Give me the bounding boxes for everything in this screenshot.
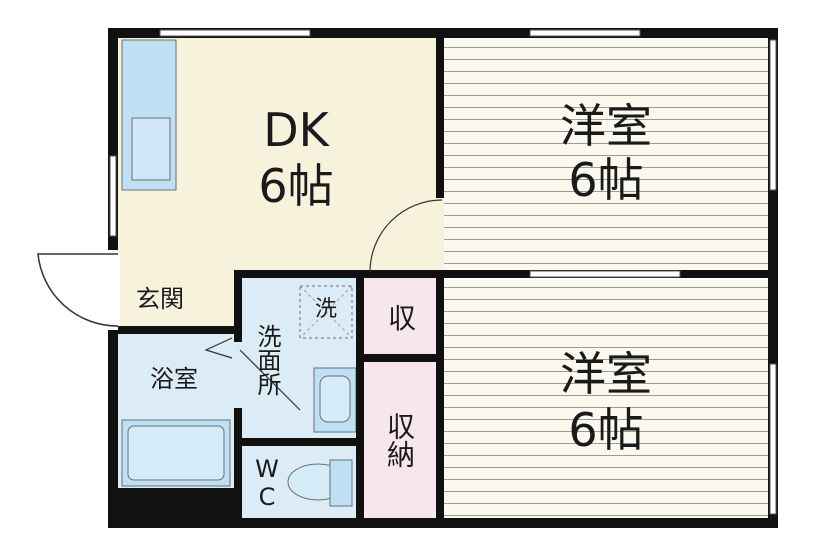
washroom-label: 洗面所: [253, 324, 281, 396]
storage-small-floor: [364, 278, 440, 354]
western-top-name: 洋室: [560, 99, 652, 153]
dk-door-opening: [436, 198, 444, 270]
wall-entrance-bath: [118, 326, 236, 334]
entrance-opening: [106, 250, 120, 330]
washer-diag-b: [299, 285, 353, 339]
wall-storage-east: [436, 270, 444, 518]
dk-door-swing: [369, 199, 443, 273]
window-between-rooms: [529, 270, 681, 278]
wall-dk-west-room: [436, 38, 444, 198]
toilet-label: WC: [253, 455, 281, 511]
window-top-room: [529, 29, 641, 37]
western-room-bottom-floor: [444, 280, 770, 518]
entrance-door-swing: [37, 253, 119, 327]
wall-bath-bottom: [118, 488, 234, 518]
washer-label: 洗: [314, 297, 337, 322]
wall-washroom-top: [236, 270, 444, 278]
washroom-door-opening: [234, 342, 242, 408]
bathroom-label: 浴室: [150, 365, 198, 393]
entrance-label: 玄関: [136, 285, 184, 313]
window-right-top: [769, 39, 777, 191]
washing-machine-space: [299, 285, 353, 339]
bathtub-inner: [127, 425, 225, 481]
western-bottom-name: 洋室: [560, 347, 652, 401]
bath-door-mark: [204, 337, 233, 359]
storage-closet-floor: [364, 362, 440, 518]
window-right-bottom: [769, 363, 777, 515]
window-dk: [159, 29, 311, 37]
dk-name: DK: [263, 103, 329, 157]
toilet-tank: [329, 459, 353, 507]
wall-bottom: [108, 518, 778, 528]
wall-top: [108, 28, 778, 38]
wall-right: [768, 28, 778, 528]
window-left: [109, 155, 117, 237]
wall-washroom-wc: [242, 438, 364, 446]
western-top-size: 6帖: [568, 153, 644, 207]
entrance-floor: [118, 276, 236, 328]
wall-storage-split: [364, 354, 444, 362]
western-bottom-size: 6帖: [568, 403, 644, 457]
vanity-bowl: [319, 375, 351, 423]
storage-small-label: 収: [387, 302, 416, 335]
wall-washroom-storage: [356, 270, 364, 518]
kitchen-sink: [131, 117, 171, 181]
washroom-door-line: [239, 349, 301, 411]
western-room-top-floor: [444, 38, 770, 270]
dk-size: 6帖: [258, 159, 334, 213]
storage-closet-label: 収納: [383, 412, 416, 468]
